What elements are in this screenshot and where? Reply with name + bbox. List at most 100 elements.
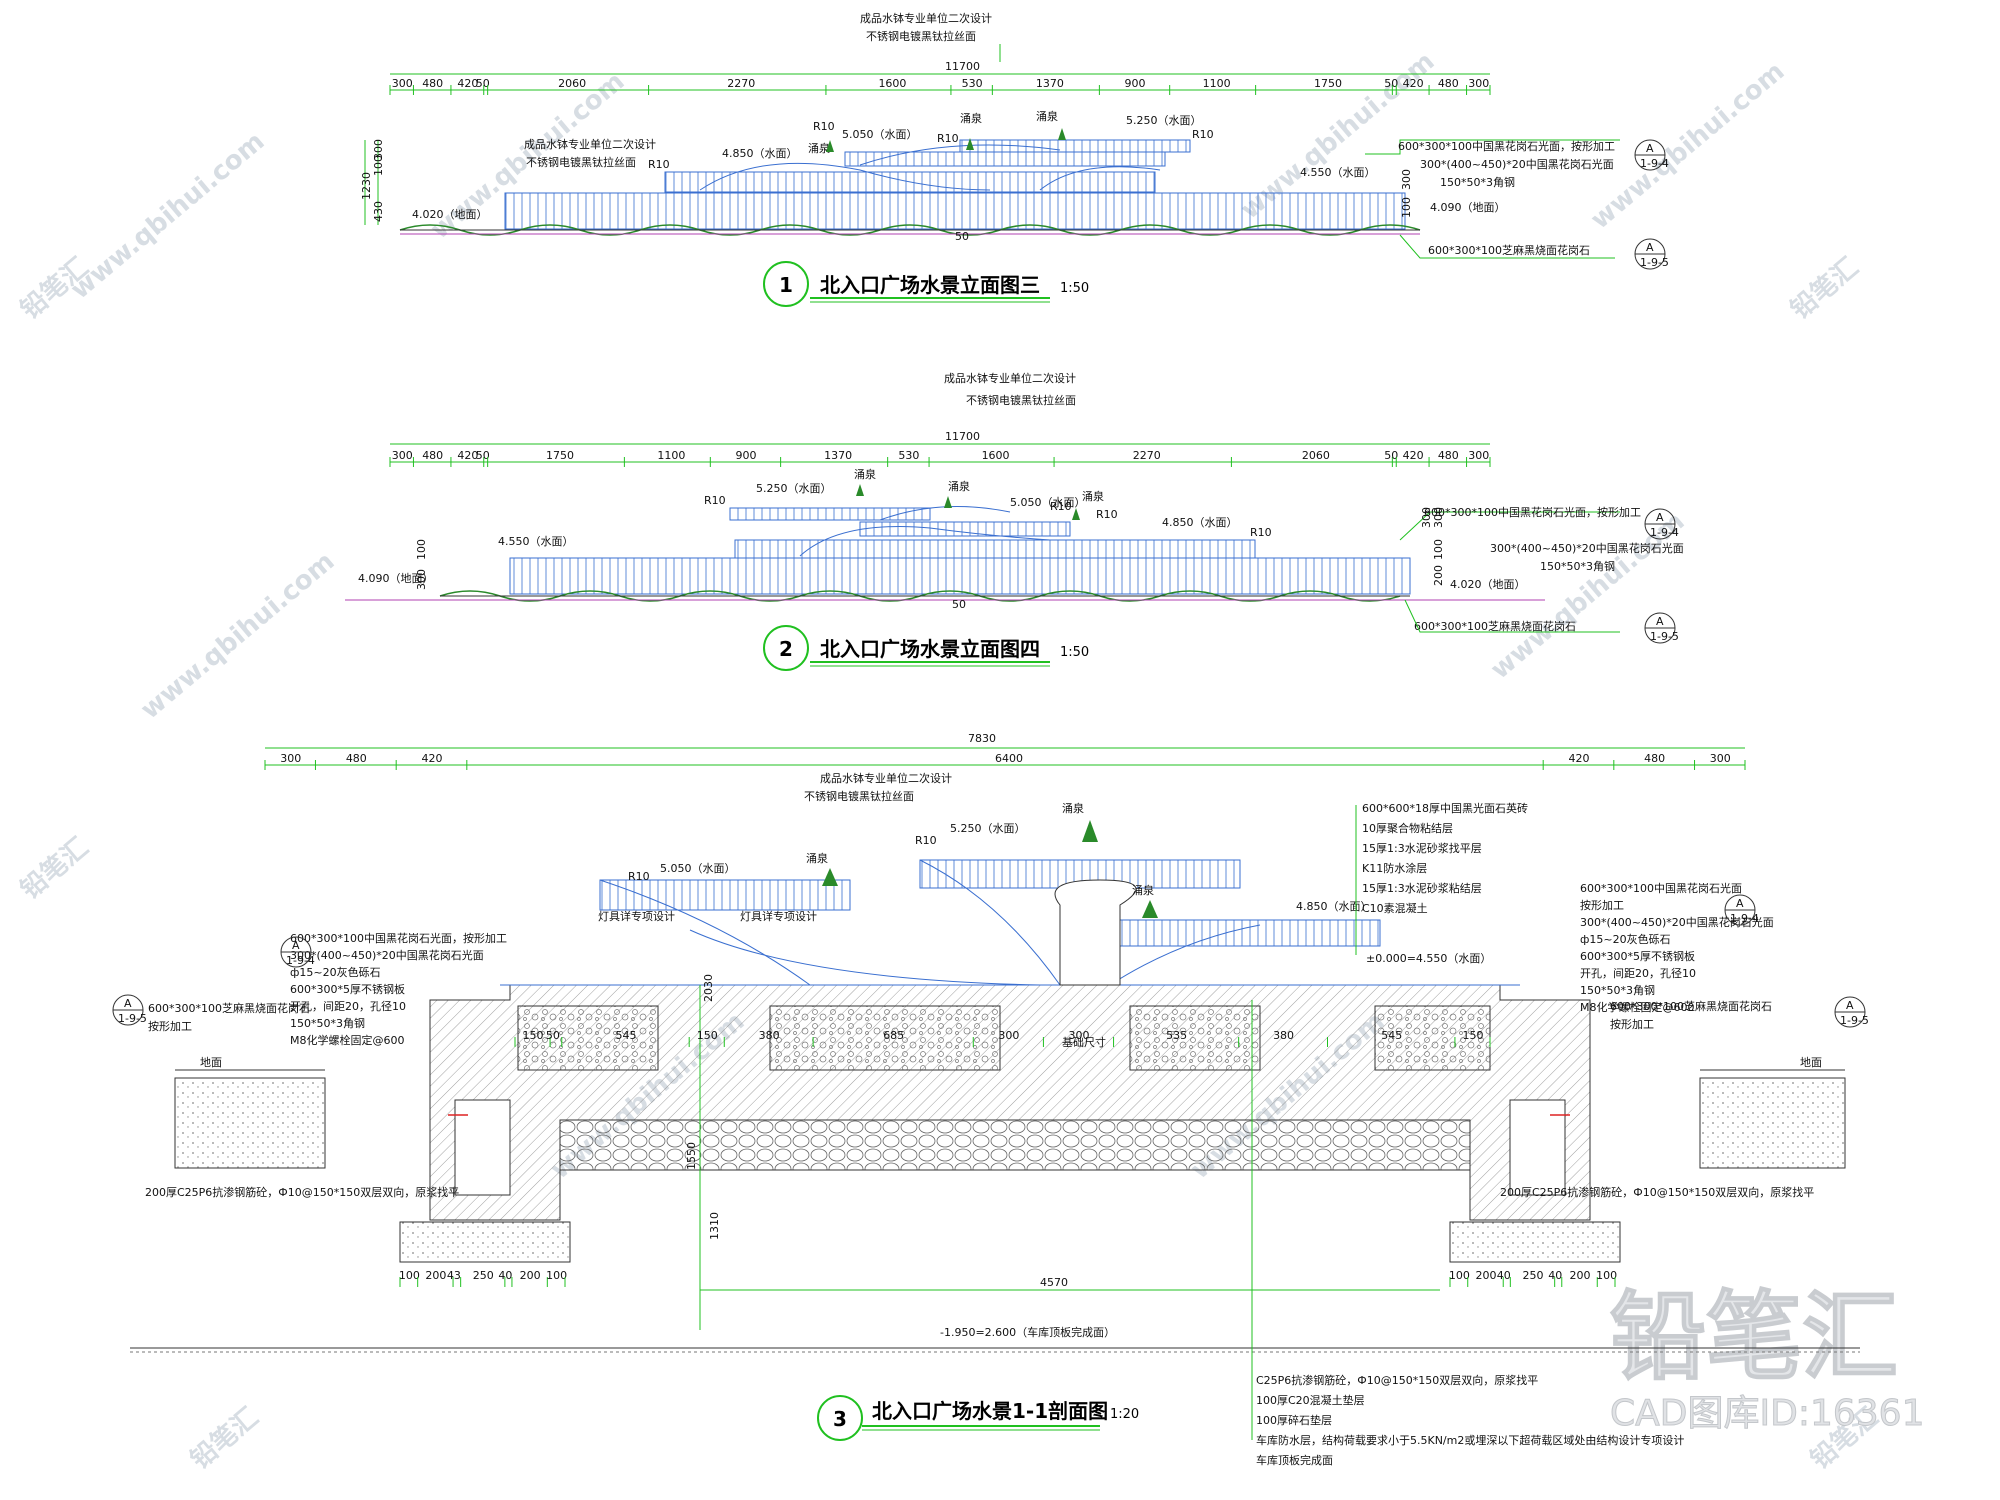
water-level: 5.050（水面） xyxy=(842,128,918,141)
water-level: 5.250（水面） xyxy=(1126,114,1202,127)
vdim: 100 xyxy=(1400,197,1413,218)
dimension-value: 545 xyxy=(1381,1029,1402,1042)
dimension-value: 480 xyxy=(346,752,367,765)
detail-callout: A 1-9-5 xyxy=(1634,238,1669,270)
dimension-value: 50 xyxy=(476,77,490,90)
dimension-value: 50 xyxy=(1384,77,1398,90)
annotation-note: 车库顶板完成面 xyxy=(1256,1453,1333,1467)
spray-nozzle xyxy=(826,140,834,152)
water-level: 5.050（水面） xyxy=(660,862,736,875)
dimension-label: 50 xyxy=(952,598,966,611)
top-note-line1: 成品水钵专业单位二次设计 xyxy=(944,371,1076,385)
dimension-value: 250 xyxy=(473,1269,494,1282)
svg-text:A: A xyxy=(1846,999,1854,1012)
watermark-brand: 铅笔汇 xyxy=(1785,251,1865,325)
basin-size-label: 基础尺寸 xyxy=(1062,1035,1106,1049)
dimension-value: 535 xyxy=(1166,1029,1187,1042)
drain-trench-right xyxy=(1509,1099,1566,1196)
dimension-value: 380 xyxy=(1273,1029,1294,1042)
dimension-value: 250 xyxy=(1523,1269,1544,1282)
bowl-curve xyxy=(1039,166,1161,191)
detail-callout: A 1-9-5 xyxy=(112,994,147,1026)
dimension-value: 1600 xyxy=(878,77,906,90)
annotation-note: 600*300*5厚不锈钢板 xyxy=(1580,949,1695,963)
dimension-value: 480 xyxy=(1644,752,1665,765)
dimension-value: 200 xyxy=(425,1269,446,1282)
spring-label: 涌泉 xyxy=(806,851,828,865)
dimension-value: 530 xyxy=(898,449,919,462)
annotation-note: 150*50*3角钢 xyxy=(290,1017,365,1030)
footing-right xyxy=(1449,1221,1621,1263)
dimension-value: 200 xyxy=(1570,1269,1591,1282)
dimension-value: 100 xyxy=(1596,1269,1617,1282)
vdim: 300 xyxy=(1400,169,1413,190)
ground-section-right xyxy=(1699,1077,1846,1169)
svg-text:A: A xyxy=(124,997,132,1010)
leader-line xyxy=(1399,511,1620,541)
annotation-note: 600*300*5厚不锈钢板 xyxy=(290,982,405,996)
annotation-note: 开孔，间距20，孔径10 xyxy=(290,1000,406,1013)
watermark-brand-large: 铅笔汇 xyxy=(1610,1281,1898,1393)
annotation-note: C25P6抗渗钢筋砼，Ф10@150*150双层双向，原浆找平 xyxy=(1256,1373,1538,1387)
svg-text:1-9-4: 1-9-4 xyxy=(286,954,315,967)
basin-tier-2 xyxy=(734,539,1256,559)
dimension-value: 300 xyxy=(998,1029,1019,1042)
bowl-curve xyxy=(879,506,1011,521)
ground-level-left: 4.020（地面） xyxy=(412,208,488,221)
water-level: 5.050（水面） xyxy=(1010,496,1086,509)
dimension-value: 300 xyxy=(1468,77,1489,90)
basin-tier-1 xyxy=(504,192,1406,230)
right-note: 300*(400~450)*20中国黑花岗石光面 xyxy=(1420,157,1614,171)
total-dimension: 11700 xyxy=(945,430,980,443)
leader-line xyxy=(1399,234,1615,259)
annotation-note: ф15~20灰色砾石 xyxy=(1580,932,1671,946)
spring-label: 涌泉 xyxy=(1082,489,1104,503)
watermark-id: CAD图库ID:16361 xyxy=(1610,1393,1924,1434)
dimension-value: 1750 xyxy=(546,449,574,462)
dimension-value: 300 xyxy=(392,449,413,462)
dimension-value: 50 xyxy=(1384,449,1398,462)
dimension-value: 100 xyxy=(1449,1269,1470,1282)
svg-text:1-9-5: 1-9-5 xyxy=(1640,256,1669,269)
radius-label: R10 xyxy=(1250,526,1272,539)
vdim: 100 xyxy=(1432,539,1445,560)
dimension-value: 100 xyxy=(399,1269,420,1282)
vdim: 430 xyxy=(372,201,385,222)
annotation-note: 600*300*100中国黑花岗石光面 xyxy=(1580,881,1742,895)
hdim: 4570 xyxy=(1040,1276,1068,1289)
spray-nozzle xyxy=(1082,820,1098,842)
bottom-notes: C25P6抗渗钢筋砼，Ф10@150*150双层双向，原浆找平100厚C20混凝… xyxy=(1256,1373,1684,1467)
bowl-profile xyxy=(689,929,1041,986)
spring-label: 涌泉 xyxy=(1062,801,1084,815)
dimension-value: 480 xyxy=(422,449,443,462)
spring-label: 涌泉 xyxy=(948,479,970,493)
watermark-brand: 铅笔汇 xyxy=(185,1401,265,1475)
annotation-note: C10素混凝土 xyxy=(1362,901,1428,915)
dimension-value: 2060 xyxy=(558,77,586,90)
basin-tier-4 xyxy=(729,507,931,521)
svg-text:1-9-5: 1-9-5 xyxy=(118,1012,147,1025)
annotation-note: ф15~20灰色砾石 xyxy=(290,965,381,979)
svg-text:A: A xyxy=(1646,142,1654,155)
dimension-value: 1100 xyxy=(657,449,685,462)
ground-label: 地面 xyxy=(200,1056,222,1069)
right-note: 600*300*100芝麻黑烧面花岗石 xyxy=(1428,243,1590,257)
dimension-value: 1100 xyxy=(1203,77,1231,90)
annotation-note: 100厚碎石垫层 xyxy=(1256,1413,1332,1427)
annotation-note: 10厚聚合物粘结层 xyxy=(1362,821,1453,835)
dimension-value: 2270 xyxy=(727,77,755,90)
vdim: 300 xyxy=(415,569,428,590)
vdim: 300 xyxy=(1432,507,1445,528)
detail-callout: A 1-9-4 xyxy=(1724,894,1759,926)
dimension-label: 50 xyxy=(955,230,969,243)
dimension-value: 300 xyxy=(1710,752,1731,765)
layer-notes: 600*600*18厚中国黑光面石英砖10厚聚合物粘结层15厚1:3水泥砂浆找平… xyxy=(1362,801,1528,915)
annotation-note: 600*600*18厚中国黑光面石英砖 xyxy=(1362,801,1528,815)
dimension-value: 900 xyxy=(1125,77,1146,90)
vdim: 1550 xyxy=(685,1142,698,1170)
